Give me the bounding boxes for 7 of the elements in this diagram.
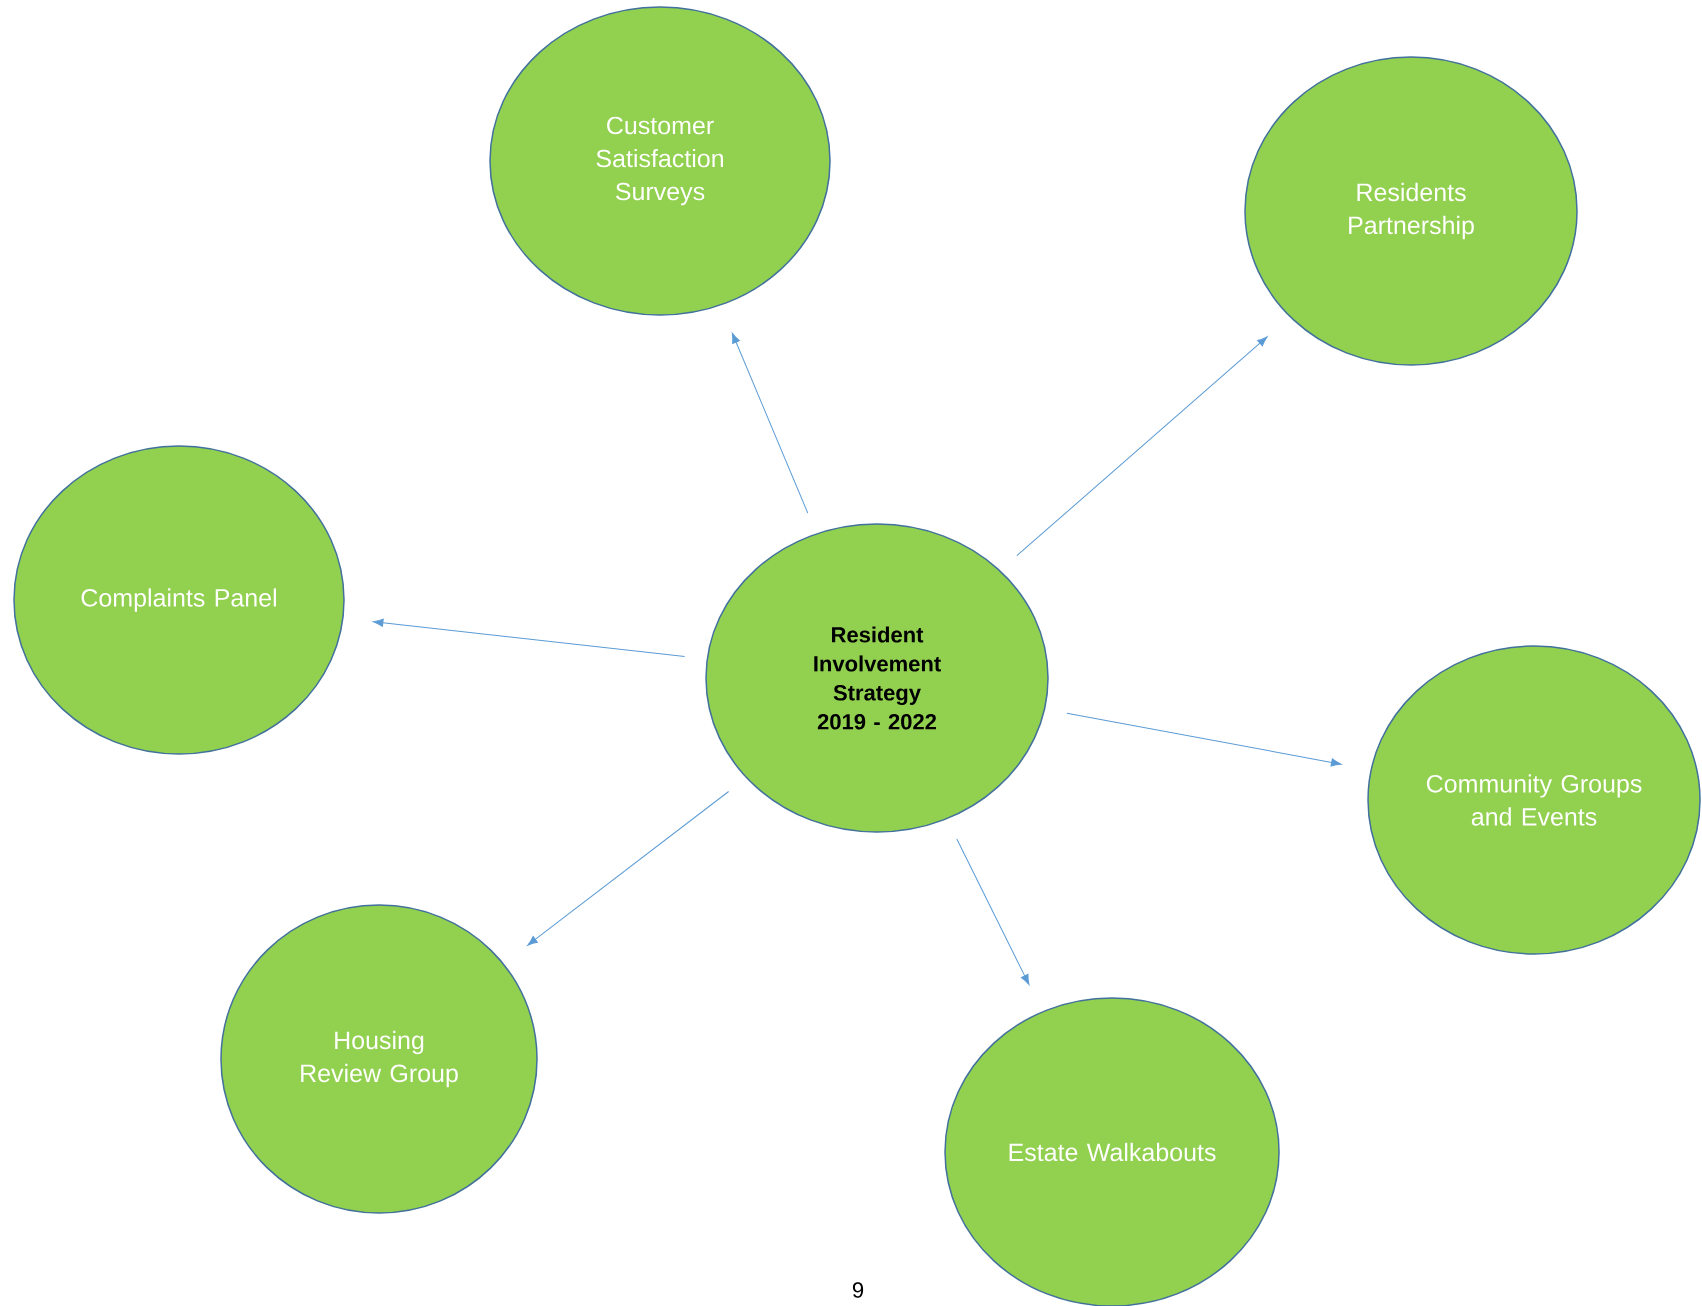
arrow bbox=[956, 838, 1030, 985]
page-number: 9 bbox=[852, 1282, 864, 1298]
arrow bbox=[372, 618, 686, 657]
arrow bbox=[1066, 712, 1342, 767]
arrow bbox=[527, 791, 730, 946]
arrow bbox=[731, 332, 809, 514]
arrow bbox=[1016, 336, 1268, 557]
